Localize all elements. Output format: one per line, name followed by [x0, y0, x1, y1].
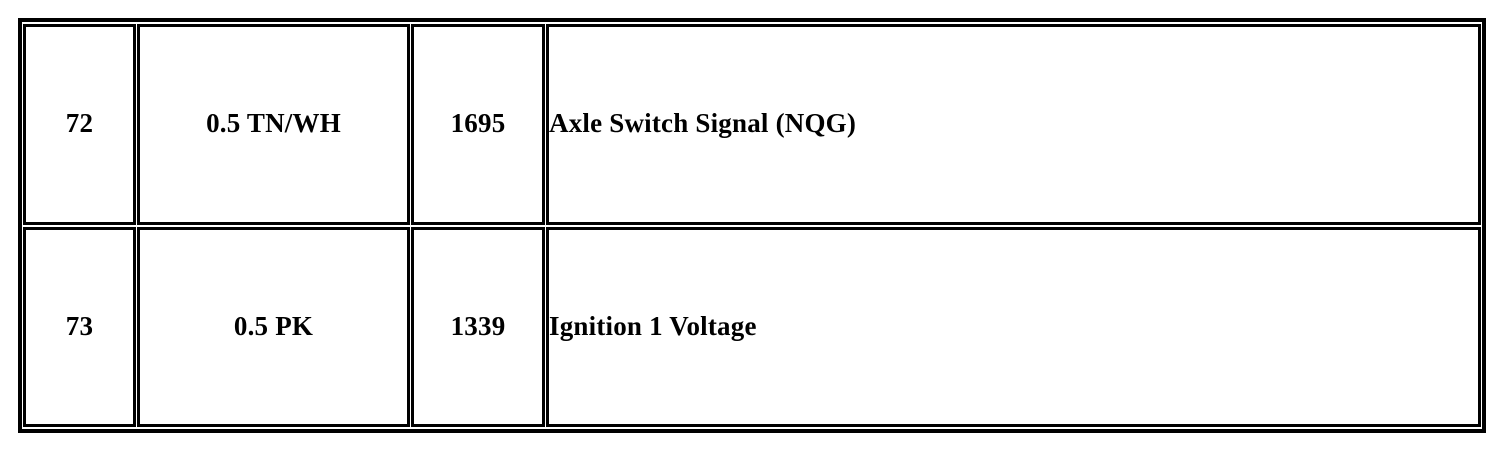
pin-number-cell: 73: [23, 226, 136, 427]
table-outer-frame: 72 0.5 TN/WH 1695 Axle Switch Signal (NQ…: [18, 18, 1486, 433]
wire-gauge-color-cell: 0.5 PK: [137, 226, 410, 427]
pin-number-cell: 72: [23, 24, 136, 225]
pin-number-value: 73: [65, 310, 94, 341]
circuit-code-cell: 1339: [411, 226, 545, 427]
wire-gauge-color-cell: 0.5 TN/WH: [137, 24, 410, 225]
signal-description-cell: Ignition 1 Voltage: [546, 226, 1481, 427]
circuit-code-cell: 1695: [411, 24, 545, 225]
signal-description-value: Axle Switch Signal (NQG): [549, 108, 857, 139]
table-body: 72 0.5 TN/WH 1695 Axle Switch Signal (NQ…: [23, 24, 1481, 427]
wire-gauge-color-value: 0.5 TN/WH: [206, 108, 341, 139]
table-row: 72 0.5 TN/WH 1695 Axle Switch Signal (NQ…: [23, 24, 1481, 225]
table-row: 73 0.5 PK 1339 Ignition 1 Voltage: [23, 226, 1481, 427]
signal-pinout-table: 72 0.5 TN/WH 1695 Axle Switch Signal (NQ…: [22, 22, 1482, 429]
signal-description-value: Ignition 1 Voltage: [549, 310, 757, 341]
circuit-code-value: 1339: [450, 310, 506, 341]
pin-number-value: 72: [65, 108, 94, 139]
circuit-code-value: 1695: [450, 108, 506, 139]
wire-gauge-color-value: 0.5 PK: [233, 310, 314, 341]
signal-description-cell: Axle Switch Signal (NQG): [546, 24, 1481, 225]
